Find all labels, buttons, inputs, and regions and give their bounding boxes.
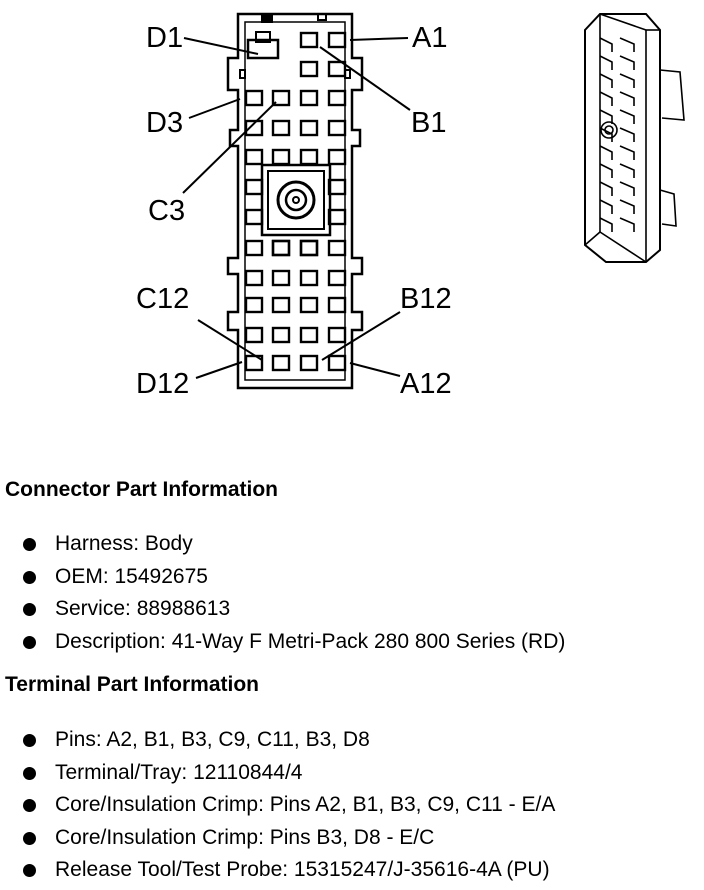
pin-cavity <box>327 148 347 166</box>
bullet-icon <box>23 799 36 813</box>
pin-cavity <box>244 208 264 226</box>
pin-cavity <box>271 148 291 166</box>
bullet-icon <box>23 766 36 780</box>
bullet-icon <box>23 603 36 617</box>
list-item-text: Description: 41-Way F Metri-Pack 280 800… <box>55 629 566 653</box>
list-item: Release Tool/Test Probe: 15315247/J-3561… <box>0 854 555 887</box>
list-item: Description: 41-Way F Metri-Pack 280 800… <box>0 626 565 659</box>
bullet-icon <box>23 831 36 845</box>
list-item: Core/Insulation Crimp: Pins A2, B1, B3, … <box>0 789 555 822</box>
pin-label-a1: A1 <box>412 22 447 54</box>
pin-cavity <box>244 296 264 314</box>
connector-info-list: Harness: Body OEM: 15492675 Service: 889… <box>0 528 565 658</box>
pin-cavity <box>271 296 291 314</box>
list-item: Harness: Body <box>0 528 565 561</box>
pin-label-a12: A12 <box>400 368 452 400</box>
pin-cavity <box>244 326 264 344</box>
list-item-text: Core/Insulation Crimp: Pins B3, D8 - E/C <box>55 825 435 849</box>
bullet-icon <box>23 864 36 878</box>
pin-cavity <box>299 60 319 78</box>
side-rib <box>599 199 635 214</box>
list-item-text: Service: 88988613 <box>55 597 231 621</box>
pin-cavity <box>244 178 264 196</box>
pin-cavity <box>299 89 319 107</box>
bullet-icon <box>23 734 36 747</box>
pin-cavity <box>244 239 264 257</box>
pin-cavity <box>299 239 319 257</box>
bullet-icon <box>23 538 36 551</box>
side-rib <box>599 73 635 88</box>
list-item-text: Release Tool/Test Probe: 15315247/J-3561… <box>55 858 550 882</box>
pin-cavity <box>327 89 347 107</box>
side-rib <box>599 55 635 70</box>
side-rib <box>599 217 635 232</box>
side-rib <box>599 91 635 106</box>
terminal-info-list: Pins: A2, B1, B3, C9, C11, B3, D8 Termin… <box>0 724 555 887</box>
pin-label-c12: C12 <box>136 283 189 315</box>
pin-cavity <box>327 31 347 49</box>
list-item-text: Pins: A2, B1, B3, C9, C11, B3, D8 <box>55 728 370 751</box>
pin-cavity <box>244 89 264 107</box>
pin-cavity <box>327 296 347 314</box>
pin-cavity <box>271 239 291 257</box>
pin-cavity <box>327 208 347 226</box>
bullet-icon <box>23 570 36 584</box>
list-item: Service: 88988613 <box>0 593 565 626</box>
list-item-text: Terminal/Tray: 12110844/4 <box>55 760 303 784</box>
side-rib <box>599 145 635 160</box>
pin-cavity <box>299 326 319 344</box>
pin-cavity <box>327 269 347 287</box>
connector-face <box>226 12 364 390</box>
connector-face-diagram: D1 A1 D3 B1 C3 C12 B12 D12 A12 <box>136 12 685 400</box>
pin-cavity <box>271 119 291 137</box>
side-rib <box>599 127 635 142</box>
list-item: OEM: 15492675 <box>0 561 565 594</box>
connector-side-view <box>584 13 685 263</box>
side-rib <box>599 163 635 178</box>
pin-cavity <box>271 239 291 257</box>
side-rib <box>599 181 635 196</box>
pin-cavity <box>299 354 319 372</box>
list-item-text: OEM: 15492675 <box>55 564 208 588</box>
list-item: Terminal/Tray: 12110844/4 <box>0 757 555 790</box>
pin-label-b12: B12 <box>400 283 452 315</box>
pin-cavity <box>327 119 347 137</box>
pin-cavity <box>244 148 264 166</box>
pin-label-c3: C3 <box>148 195 185 227</box>
pin-cavity <box>271 89 291 107</box>
leader-lines <box>182 37 411 379</box>
pin-cavities <box>244 31 347 372</box>
connector-info-title: Connector Part Information <box>5 478 279 501</box>
pin-cavity <box>327 354 347 372</box>
pin-cavity <box>299 296 319 314</box>
pin-cavity <box>299 239 319 257</box>
pin-cavity <box>299 148 319 166</box>
pin-cavity <box>271 354 291 372</box>
pin-cavity <box>327 178 347 196</box>
pin-cavity <box>299 269 319 287</box>
pin-label-b1: B1 <box>411 107 446 139</box>
pin-label-d1: D1 <box>146 22 183 54</box>
pin-label-d3: D3 <box>146 107 183 139</box>
bullet-icon <box>23 635 36 649</box>
list-item: Core/Insulation Crimp: Pins B3, D8 - E/C <box>0 822 555 855</box>
pin-cavity <box>244 269 264 287</box>
terminal-info-title: Terminal Part Information <box>5 673 259 696</box>
pin-cavity <box>271 326 291 344</box>
pin-cavity <box>271 269 291 287</box>
pin-cavity <box>327 239 347 257</box>
side-rib <box>599 109 635 124</box>
side-rib <box>599 37 635 52</box>
pin-label-d12: D12 <box>136 368 189 400</box>
list-item-text: Harness: Body <box>55 532 193 555</box>
list-item-text: Core/Insulation Crimp: Pins A2, B1, B3, … <box>55 793 556 817</box>
pin-cavity <box>299 31 319 49</box>
pin-cavity <box>244 119 264 137</box>
pin-cavity <box>327 60 347 78</box>
pin-cavity <box>299 119 319 137</box>
pin-cavity <box>327 326 347 344</box>
list-item: Pins: A2, B1, B3, C9, C11, B3, D8 <box>0 724 555 757</box>
